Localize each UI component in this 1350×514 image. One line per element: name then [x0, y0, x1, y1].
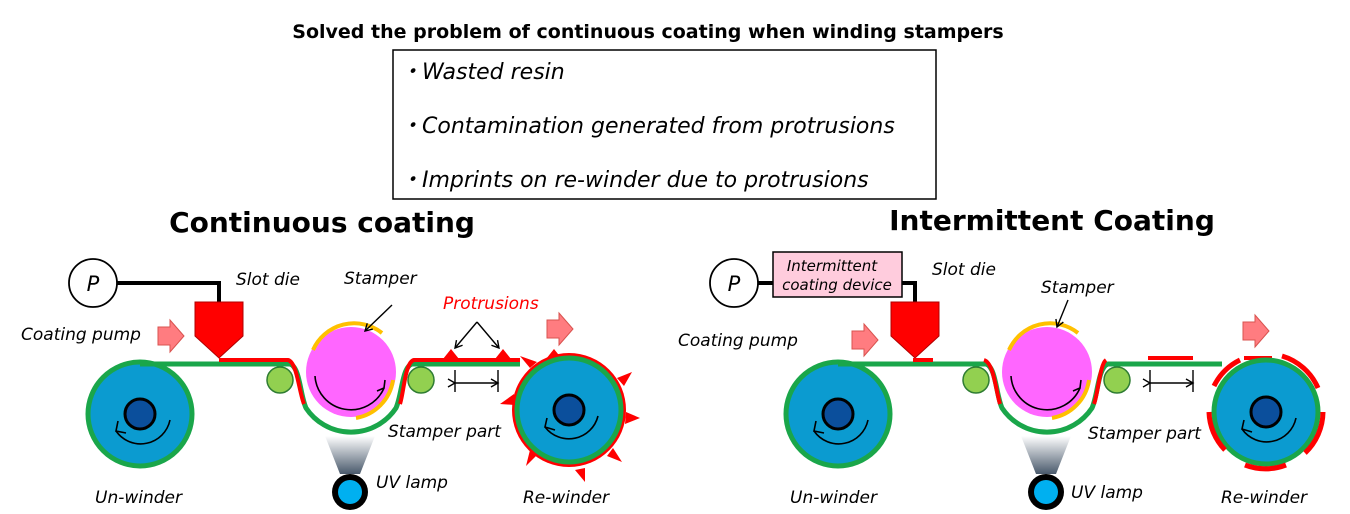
guide-roll [407, 366, 435, 394]
flow-arrow-icon [851, 322, 879, 358]
rewinder-roll [1206, 353, 1326, 472]
continuous-heading: Continuous coating [169, 206, 475, 239]
intermittent-coating-device: Intermittent coating device [772, 251, 903, 298]
uv-beam [325, 436, 375, 474]
slot-die-icon [890, 301, 940, 359]
stamper-label: Stamper [1041, 278, 1115, 298]
problem-item: ・Wasted resin [400, 60, 565, 85]
protrusion-mark [443, 349, 459, 359]
continuous-coating-panel: Continuous coating P [21, 206, 640, 510]
uv-beam [1021, 436, 1071, 474]
intermittent-heading: Intermittent Coating [889, 204, 1215, 237]
resin-patch [1092, 358, 1108, 405]
stamper-part-label: Stamper part [1088, 424, 1202, 444]
pump-symbol: P [87, 272, 100, 296]
problem-item: ・Contamination generated from protrusion… [400, 114, 895, 139]
flow-arrow-icon [546, 311, 574, 347]
flow-arrow-icon [1242, 313, 1270, 349]
resin-patch [982, 358, 1002, 405]
page-title: Solved the problem of continuous coating… [292, 21, 1003, 43]
pump-line [117, 281, 221, 302]
rewinder-label: Re-winder [523, 488, 610, 508]
guide-roll [1103, 366, 1131, 394]
pump-symbol: P [728, 272, 741, 296]
coating-pump-label: Coating pump [21, 325, 141, 345]
uv-lamp-label: UV lamp [376, 473, 448, 493]
coating-pump-label: Coating pump [678, 331, 798, 351]
unwinder-label: Un-winder [790, 488, 878, 508]
slot-die-icon [194, 301, 244, 359]
device-label-line2: coating device [782, 276, 892, 294]
unwinder-roll [783, 359, 893, 469]
guide-roll [962, 366, 990, 394]
device-label-line1: Intermittent [787, 257, 878, 275]
slot-die-label: Slot die [932, 260, 996, 280]
intermittent-coating-panel: Intermittent Coating P Intermittent coat… [678, 204, 1326, 510]
guide-roll [266, 366, 294, 394]
uv-lamp-icon [1028, 474, 1064, 510]
stamper-roll [306, 321, 396, 420]
stamper-part-label: Stamper part [388, 422, 502, 442]
uv-lamp-icon [332, 474, 368, 510]
coating-pump-icon: P [68, 258, 118, 308]
stamper-label: Stamper [344, 269, 418, 289]
unwinder-roll [85, 359, 195, 469]
resin-coating [219, 358, 306, 405]
flow-arrow-icon [157, 318, 185, 354]
rewinder-label: Re-winder [1221, 488, 1308, 508]
protrusion-mark [495, 349, 511, 359]
coating-pump-icon: P [709, 258, 759, 308]
uv-lamp-label: UV lamp [1071, 483, 1143, 503]
rewinder-roll [500, 353, 640, 482]
unwinder-label: Un-winder [95, 488, 183, 508]
protrusions-label: Protrusions [443, 294, 539, 314]
stamper-roll [1002, 321, 1092, 420]
problem-box: ・Wasted resin ・Contamination generated f… [392, 49, 937, 200]
slot-die-label: Slot die [236, 270, 300, 290]
problem-item: ・Imprints on re-winder due to protrusion… [400, 168, 869, 193]
